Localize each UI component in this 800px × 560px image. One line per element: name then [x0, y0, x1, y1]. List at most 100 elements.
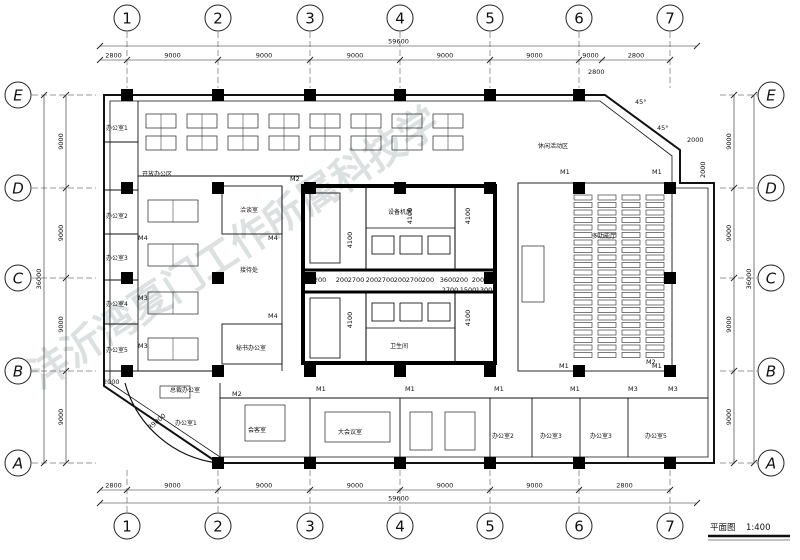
dim-bottom-label: 9000 [347, 482, 364, 490]
dim-bottom-overall-label: 59600 [388, 495, 409, 503]
dim-right-overall-tick [750, 459, 758, 467]
stair-bottom [309, 297, 341, 359]
auditorium-seat [597, 209, 617, 216]
dim-bottom-tick [123, 486, 131, 494]
dim-top-overall-tick [693, 42, 701, 50]
elevator-3 [427, 235, 451, 255]
axis-label-col-2: 2 [213, 10, 223, 28]
auditorium-seat [573, 239, 593, 246]
core-dim-label-lower: 1500 [460, 286, 477, 294]
auditorium-seat [573, 329, 593, 336]
axis-label-row-E: E [13, 87, 23, 105]
auditorium-seat [597, 337, 617, 343]
dim-bottom-label: 9000 [256, 482, 273, 490]
auditorium-seat [645, 284, 665, 291]
auditorium-seat [573, 344, 593, 351]
corner-dim-2800: 2800 [588, 68, 605, 76]
door-tag: M1 [570, 385, 580, 393]
dim-top-tick [306, 56, 314, 64]
dim-top-label: 9000 [526, 52, 543, 60]
dim-bottom-label: 9000 [164, 482, 181, 490]
auditorium-seat [645, 247, 665, 253]
auditorium-seat [621, 232, 641, 238]
core-dim-label: 200 [472, 276, 484, 284]
auditorium-seat [621, 284, 641, 291]
auditorium-seat [645, 239, 665, 246]
axis-label-col-6: 6 [574, 10, 584, 28]
door-tag: M1 [652, 362, 662, 370]
exterior-walls [103, 94, 715, 464]
axis-bubble-col-3-bottom [296, 512, 324, 540]
dim-bottom-label: 9000 [526, 482, 543, 490]
door-tag: M2 [232, 390, 242, 398]
axis-label-row-C: C [13, 270, 24, 288]
axis-bubble-col-6-top [565, 4, 593, 32]
axis-label-row-C: C [766, 270, 777, 288]
dim-bottom-tick [214, 486, 222, 494]
dim-top-label: 9000 [437, 52, 454, 60]
auditorium-seat [597, 247, 617, 253]
core-dim-label: 200 [366, 276, 378, 284]
structural-column [212, 365, 224, 377]
diagonal-corner-wall [604, 94, 681, 151]
axis-bubble-col-4-top [386, 4, 414, 32]
dim-right-overall-label: 36000 [745, 269, 753, 290]
core-dim-label: 2700 [348, 276, 365, 284]
auditorium-seat [645, 344, 665, 351]
auditorium-seat [597, 254, 617, 261]
dim-left-tick [62, 274, 70, 282]
auditorium-seat [645, 307, 665, 313]
room-label-office-2: 办公室2 [106, 212, 128, 220]
dim-right-tick [730, 367, 738, 375]
room-label-restroom: 卫生间 [390, 342, 408, 350]
dim-top-overall-label: 59600 [388, 38, 409, 46]
auditorium-seat [621, 352, 641, 358]
core-dim-label-lower: 1300 [476, 286, 493, 294]
structural-column [304, 89, 316, 101]
auditorium-seat [597, 269, 617, 276]
auditorium-seat [645, 299, 665, 306]
auditorium-seat [645, 232, 665, 238]
elevator-2 [399, 235, 423, 255]
auditorium-seat [645, 352, 665, 358]
axis-bubble-col-1-bottom [113, 512, 141, 540]
dim-top-tick [598, 56, 606, 64]
desk-layer [145, 113, 464, 361]
door-tag: M4 [268, 312, 278, 320]
auditorium-seat [597, 329, 617, 336]
auditorium-seat [597, 217, 617, 223]
auditorium-seat [621, 262, 641, 268]
dim-left-label: 9000 [57, 133, 65, 150]
auditorium-seat [645, 209, 665, 216]
auditorium-seat [621, 194, 641, 201]
dim-left-tick [62, 367, 70, 375]
drawing-title: 平面图 [710, 523, 736, 533]
auditorium-seat [573, 202, 593, 208]
elevator-4 [371, 302, 395, 322]
auditorium-seat [645, 277, 665, 283]
auditorium-seat [573, 254, 593, 261]
core-dim-label: 200 [422, 276, 434, 284]
core-dim-vertical-label: 4100 [346, 312, 354, 329]
auditorium-seat [597, 239, 617, 246]
axis-label-col-7: 7 [665, 10, 675, 28]
auditorium-seat [621, 224, 641, 231]
door-tag: M1 [559, 362, 569, 370]
elevator-5 [399, 302, 423, 322]
core-dim-vertical-label: 4100 [464, 208, 472, 225]
auditorium-seat [597, 277, 617, 283]
auditorium-seat [597, 292, 617, 298]
auditorium-seat [645, 314, 665, 321]
door-tag: M3 [138, 342, 148, 350]
structural-column [573, 89, 585, 101]
dim-top-tick [123, 56, 131, 64]
axis-bubble-row-D-right [757, 174, 785, 202]
door-tag: M4 [138, 234, 148, 242]
structural-column [484, 182, 496, 194]
partition-secretary [221, 323, 283, 365]
room-label-negotiation: 洽谈室 [240, 206, 258, 214]
axis-label-col-1: 1 [122, 10, 132, 28]
auditorium-seat [621, 247, 641, 253]
